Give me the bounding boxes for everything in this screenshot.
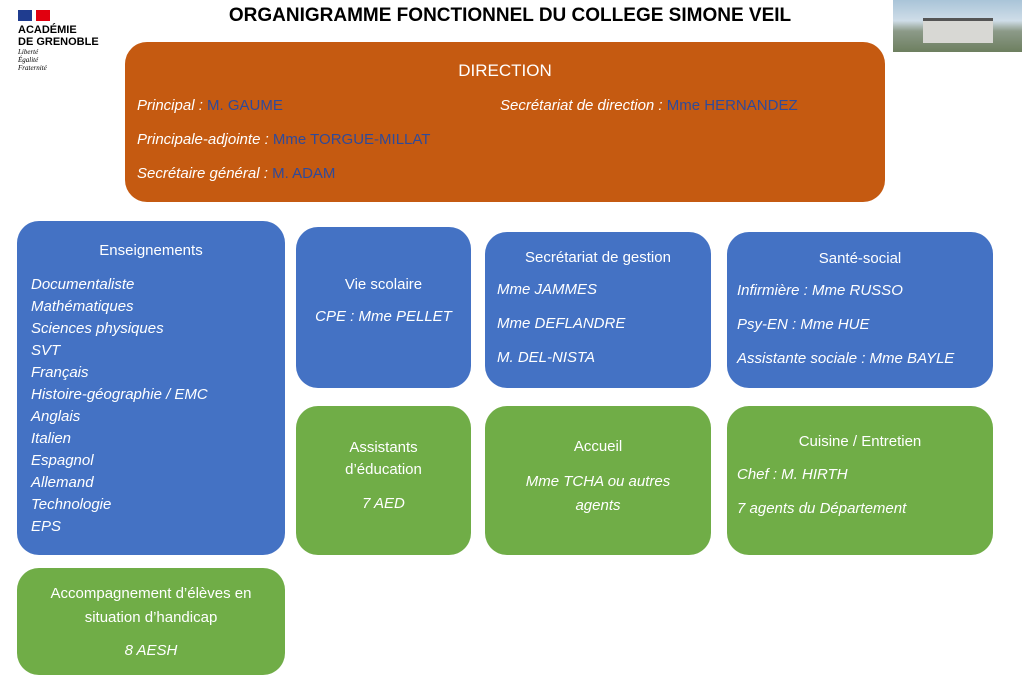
list-item: 7 agents du Département: [737, 500, 907, 517]
logo-line2: DE GRENOBLE: [18, 36, 99, 48]
direction-box: DIRECTION Principal : M. GAUME Secrétari…: [125, 42, 885, 202]
list-item: EPS: [31, 518, 62, 535]
list-item: Infirmière : Mme RUSSO: [737, 282, 903, 299]
aesh-box: Accompagnement d’élèves en situation d’h…: [17, 568, 285, 675]
list-item: Sciences physiques: [31, 320, 164, 337]
direction-row: Principal : M. GAUME: [137, 97, 283, 114]
list-item: Mme JAMMES: [497, 281, 598, 298]
list-item: Italien: [31, 430, 72, 447]
list-item: Technologie: [31, 496, 112, 513]
aed-box: Assistants d’éducation 7 AED: [296, 406, 471, 555]
logo-line1: ACADÉMIE: [18, 24, 77, 36]
box-title: d’éducation: [345, 461, 422, 478]
secretariat-box: Secrétariat de gestion Mme JAMMES Mme DEF…: [485, 232, 711, 388]
direction-row: Secrétariat de direction : Mme HERNANDEZ: [500, 97, 798, 114]
list-item: Espagnol: [31, 452, 94, 469]
cpe-line: CPE : Mme PELLET: [315, 308, 452, 325]
box-title: Enseignements: [99, 242, 203, 259]
list-item: Anglais: [31, 408, 81, 425]
aesh-count: 8 AESH: [124, 642, 178, 659]
list-item: Histoire-géographie / EMC: [31, 386, 208, 403]
cuisine-box: Cuisine / Entretien Chef : M. HIRTH 7 age…: [727, 406, 993, 555]
box-title: Accueil: [573, 438, 623, 455]
list-item: Documentaliste: [31, 276, 135, 293]
page-title: ORGANIGRAMME FONCTIONNEL DU COLLEGE SIMO…: [228, 5, 792, 26]
accueil-line: Mme TCHA ou autres: [525, 473, 671, 490]
motto: Liberté: [18, 48, 39, 56]
box-title: situation d’handicap: [84, 609, 218, 626]
direction-row: Principale-adjointe : Mme TORGUE-MILLAT: [137, 131, 431, 148]
list-item: Français: [31, 364, 89, 381]
list-item: Assistante sociale : Mme BAYLE: [737, 350, 955, 367]
accueil-box: Accueil Mme TCHA ou autres agents: [485, 406, 711, 555]
box-title: Accompagnement d’élèves en: [50, 585, 252, 602]
list-item: Mme DEFLANDRE: [497, 315, 626, 332]
college-photo: [893, 0, 1022, 52]
box-title: Santé-social: [818, 250, 902, 267]
motto: Égalité: [18, 56, 39, 64]
academie-logo: ACADÉMIE DE GRENOBLE Liberté Égalité Fra…: [18, 10, 118, 72]
list-item: Mathématiques: [31, 298, 134, 315]
direction-row: Secrétaire général : M. ADAM: [137, 165, 336, 182]
flag-icon: [18, 10, 50, 21]
box-title: Cuisine / Entretien: [798, 433, 922, 450]
aed-count: 7 AED: [362, 495, 405, 512]
list-item: SVT: [31, 342, 61, 359]
box-title: Assistants: [349, 439, 418, 456]
vie-scolaire-box: Vie scolaire CPE : Mme PELLET: [296, 227, 471, 388]
sante-box: Santé-social Infirmière : Mme RUSSO Psy-E…: [727, 232, 993, 388]
motto: Fraternité: [18, 64, 47, 72]
direction-title: DIRECTION: [458, 61, 552, 80]
list-item: M. DEL-NISTA: [497, 349, 596, 366]
accueil-line: agents: [575, 497, 621, 514]
box-title: Vie scolaire: [344, 276, 423, 293]
list-item: Psy-EN : Mme HUE: [737, 316, 870, 333]
list-item: Allemand: [31, 474, 94, 491]
box-title: Secrétariat de gestion: [525, 249, 671, 266]
list-item: Chef : M. HIRTH: [737, 466, 848, 483]
